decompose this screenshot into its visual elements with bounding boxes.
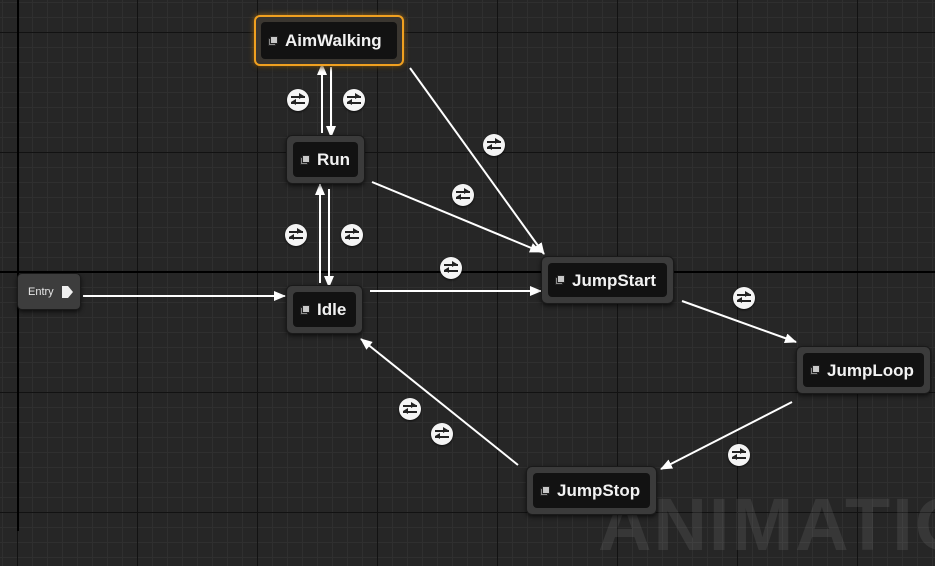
transition-wires	[83, 63, 797, 470]
state-node-jumpstart[interactable]: JumpStart	[541, 256, 674, 304]
transition-rule-icon[interactable]	[431, 423, 453, 445]
state-label: Idle	[317, 300, 347, 319]
state-node-jumpstop[interactable]: JumpStop	[526, 466, 657, 515]
state-icon	[810, 365, 820, 375]
transition-rule-icon[interactable]	[733, 287, 755, 309]
origin-axis-horizontal	[0, 271, 935, 273]
state-icon	[555, 275, 565, 285]
transition-rule-icon[interactable]	[452, 184, 474, 206]
state-icon	[540, 485, 550, 496]
entry-node[interactable]: Entry	[17, 273, 81, 310]
transition-rule-icon[interactable]	[285, 224, 307, 246]
state-label: JumpLoop	[827, 360, 914, 380]
state-node-idle[interactable]: Idle	[286, 285, 363, 334]
state-label: AimWalking	[285, 31, 382, 50]
state-label: JumpStart	[572, 270, 657, 290]
transition-rule-icon[interactable]	[483, 134, 505, 156]
transition-rule-icon[interactable]	[728, 444, 750, 466]
state-label: Run	[317, 150, 351, 169]
jumploop-to-jumpstop-wire[interactable]	[660, 401, 793, 470]
entry-pin-icon[interactable]	[61, 285, 73, 298]
state-icon	[268, 35, 278, 46]
state-node-jumploop[interactable]: JumpLoop	[796, 346, 931, 394]
state-node-run[interactable]: Run	[286, 135, 365, 184]
aimwalking-to-jumpstart-wire[interactable]	[409, 67, 545, 255]
jumpstop-to-idle-wire[interactable]	[360, 338, 519, 466]
state-node-aimwalking[interactable]: AimWalking	[254, 15, 404, 66]
state-icon	[300, 154, 310, 165]
run-to-jumpstart-wire[interactable]	[371, 181, 542, 253]
transition-rule-icon[interactable]	[399, 398, 421, 420]
transition-rule-icon[interactable]	[343, 89, 365, 111]
entry-label: Entry	[28, 285, 54, 298]
state-label: JumpStop	[557, 481, 641, 500]
state-icon	[300, 304, 310, 315]
jumpstart-to-jumploop-wire[interactable]	[681, 300, 797, 343]
transition-rule-icon[interactable]	[287, 89, 309, 111]
transition-rule-icon[interactable]	[440, 257, 462, 279]
origin-axis-vertical	[17, 0, 19, 531]
transition-rule-icon[interactable]	[341, 224, 363, 246]
